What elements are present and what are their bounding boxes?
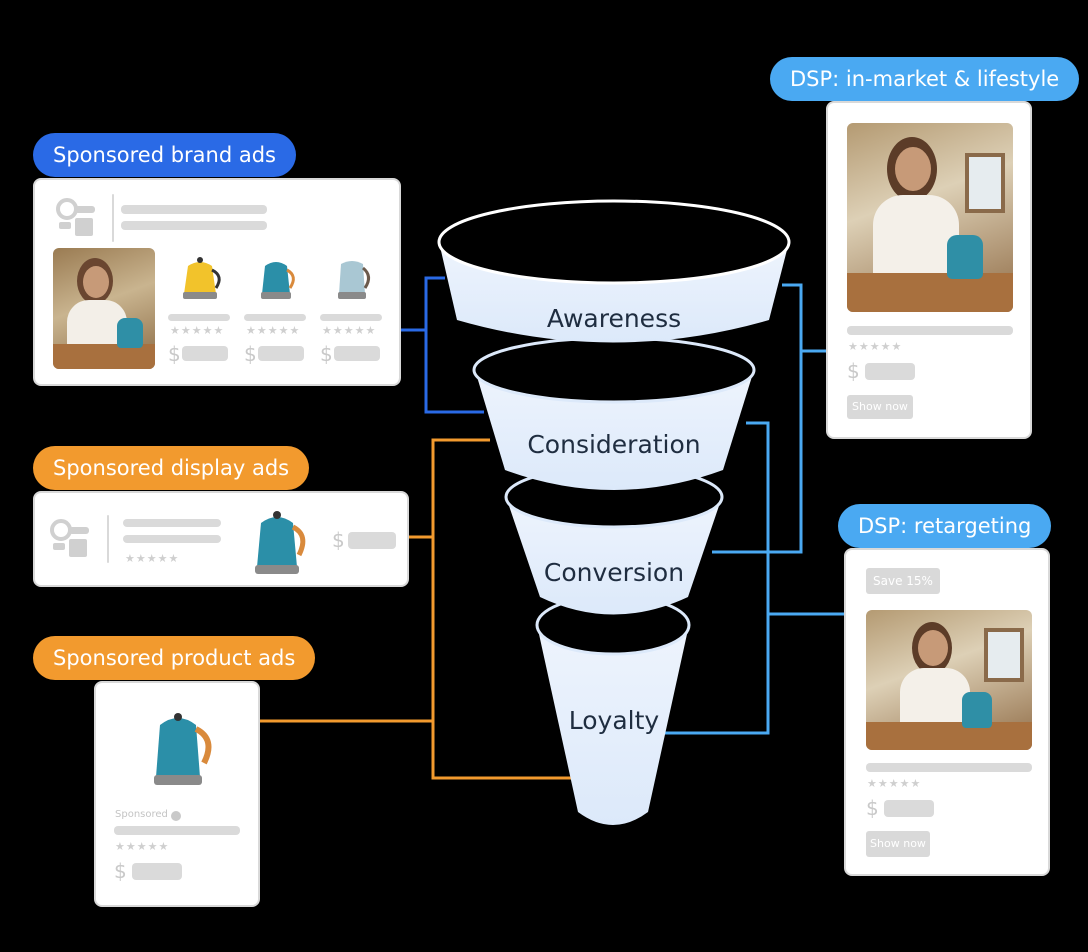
- funnel-label-loyalty: Loyalty: [569, 706, 660, 735]
- funnel-label-conversion: Conversion: [544, 558, 684, 587]
- kettle-icon: [338, 261, 370, 299]
- woman-with-mug-photo[interactable]: [53, 248, 155, 369]
- funnel-consideration-layer: [472, 336, 756, 490]
- pill-sponsored-product-ads: Sponsored product ads: [33, 636, 316, 680]
- card-dsp-in-market-lifestyle[interactable]: ★★★★★ $ Show now: [826, 101, 1032, 439]
- funnel-label-awareness: Awareness: [547, 304, 681, 333]
- price-placeholder: [182, 346, 228, 361]
- sponsored-label: Sponsored: [115, 809, 168, 820]
- pill-sponsored-display-ads: Sponsored display ads: [33, 446, 310, 490]
- subheadline-placeholder: [121, 221, 267, 230]
- product-tile-yellow-kettle[interactable]: ★★★★★ $: [168, 248, 230, 366]
- rating-stars: ★★★★★: [867, 777, 922, 790]
- product-tile-silver-kettle[interactable]: ★★★★★ $: [320, 248, 382, 366]
- price-currency: $: [320, 342, 333, 366]
- card-dsp-retargeting[interactable]: Save 15% ★★★★★ $ Show now: [844, 548, 1050, 876]
- price-currency: $: [847, 359, 860, 383]
- rating-stars: ★★★★★: [246, 324, 301, 337]
- price-placeholder: [884, 800, 934, 817]
- rating-stars: ★★★★★: [170, 324, 225, 337]
- rating-stars: ★★★★★: [322, 324, 377, 337]
- connector-dsp-inmarket: [712, 283, 826, 554]
- title-placeholder: [320, 314, 382, 321]
- price-currency: $: [332, 528, 345, 552]
- headline-placeholder: [121, 205, 267, 214]
- kettle-icon: [255, 511, 306, 574]
- price-currency: $: [244, 342, 257, 366]
- title-placeholder: [866, 763, 1032, 772]
- rating-stars: ★★★★★: [125, 552, 180, 565]
- logo-placeholder-icon: [56, 198, 95, 236]
- show-now-button[interactable]: Show now: [847, 395, 913, 419]
- rating-stars: ★★★★★: [115, 840, 170, 853]
- save-badge: Save 15%: [866, 568, 940, 594]
- price-placeholder: [258, 346, 304, 361]
- pill-dsp-in-market-lifestyle: DSP: in-market & lifestyle: [770, 57, 1080, 101]
- title-placeholder: [847, 326, 1013, 335]
- woman-with-mug-photo[interactable]: [847, 123, 1013, 312]
- subheadline-placeholder: [123, 535, 221, 543]
- rating-stars: ★★★★★: [848, 340, 903, 353]
- woman-with-mug-photo[interactable]: [866, 610, 1032, 750]
- kettle-icon: [183, 257, 221, 299]
- card-sponsored-brand-ads: ★★★★★ $ ★★★★★ $ ★★★★★ $: [33, 178, 401, 386]
- info-icon[interactable]: [171, 811, 181, 821]
- kettle-icon: [261, 262, 295, 299]
- funnel-loyalty-layer: [535, 594, 691, 825]
- kettle-icon: [154, 713, 212, 785]
- headline-placeholder: [123, 519, 221, 527]
- price-placeholder: [865, 363, 915, 380]
- divider: [107, 515, 109, 563]
- connector-brand: [400, 276, 484, 414]
- connector-dsp-retargeting: [665, 421, 846, 735]
- funnel-label-consideration: Consideration: [527, 430, 700, 459]
- price-currency: $: [114, 859, 127, 883]
- show-now-button[interactable]: Show now: [866, 831, 930, 857]
- title-placeholder: [114, 826, 240, 835]
- pill-sponsored-brand-ads: Sponsored brand ads: [33, 133, 296, 177]
- brand-line: [112, 194, 114, 242]
- price-placeholder: [132, 863, 182, 880]
- funnel-awareness-layer: [437, 199, 791, 343]
- connector-display: [408, 438, 575, 780]
- card-sponsored-product-ads[interactable]: Sponsored ★★★★★ $: [94, 681, 260, 907]
- price-currency: $: [168, 342, 181, 366]
- title-placeholder: [244, 314, 306, 321]
- product-tile-teal-kettle[interactable]: ★★★★★ $: [244, 248, 306, 366]
- price-currency: $: [866, 796, 879, 820]
- pill-dsp-retargeting: DSP: retargeting: [838, 504, 1052, 548]
- logo-placeholder-icon: [50, 519, 89, 557]
- title-placeholder: [168, 314, 230, 321]
- card-sponsored-display-ads[interactable]: ★★★★★ $: [33, 491, 409, 587]
- price-placeholder: [334, 346, 380, 361]
- price-placeholder: [348, 532, 396, 549]
